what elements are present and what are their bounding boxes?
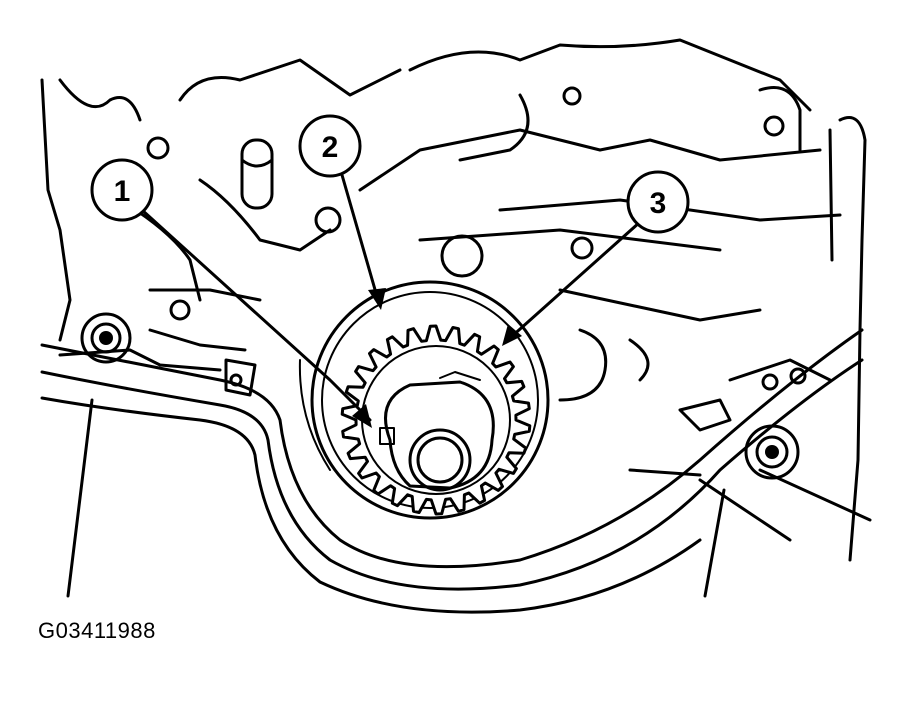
callout-2: 2 [298, 114, 362, 178]
callout-3: 3 [626, 170, 690, 234]
timing-housing-outline [40, 328, 864, 614]
callout-3-number: 3 [650, 187, 667, 220]
block-holes [146, 86, 807, 391]
crankshaft-timing-gear-hub [379, 371, 495, 492]
engine-block-outline [40, 38, 867, 562]
callout-1: 1 [90, 158, 154, 222]
left-bolt [80, 312, 132, 364]
callout-group: 1 2 3 [90, 114, 690, 234]
lower-edges [66, 398, 872, 598]
figure-id-label: G03411988 [38, 618, 156, 643]
callout-1-number: 1 [114, 175, 131, 208]
callout-leaders [140, 166, 642, 422]
gear-outer-ring [310, 280, 550, 520]
right-bolt [744, 424, 800, 480]
callout-2-number: 2 [322, 131, 339, 164]
arrowheads [352, 288, 522, 428]
